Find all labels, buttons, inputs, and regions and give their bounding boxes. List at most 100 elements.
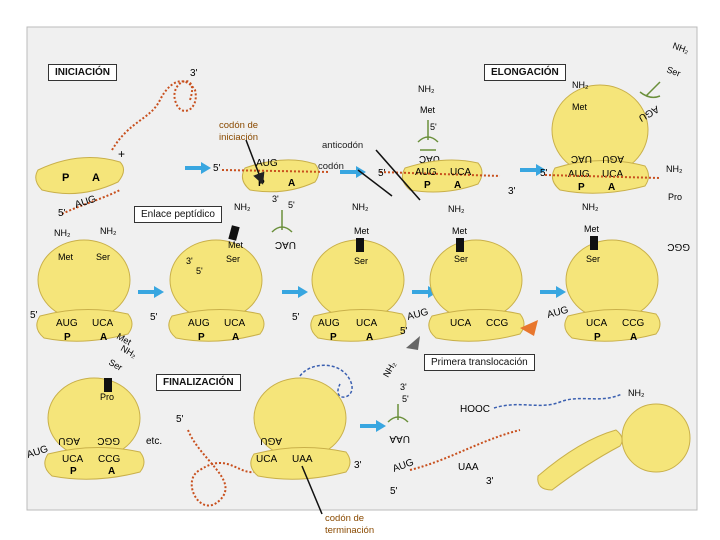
trna-released-1: [271, 210, 293, 233]
codon-uca-6: UCA: [450, 318, 471, 329]
ser-label-5: Ser: [454, 254, 468, 264]
site-a-label-6: A: [232, 332, 239, 343]
nh2-label-6: NH₂: [54, 228, 71, 238]
codon-ccg-3: CCG: [98, 454, 120, 465]
nh2-label-1: NH₂: [418, 84, 435, 94]
nh2-label-9: NH₂: [352, 202, 369, 212]
anticodon-agu-3: AGU: [58, 435, 80, 446]
anticodon-ggc-2: GGC: [97, 435, 120, 446]
site-a-label-5: A: [100, 332, 107, 343]
small-subunit-7: [310, 309, 407, 342]
three-prime-label-7: 3': [486, 476, 494, 487]
site-p-label-9: P: [70, 466, 77, 477]
mrna-free: [409, 429, 521, 471]
peptide-bond-marker-2: [356, 238, 364, 252]
site-a-label: A: [92, 172, 100, 184]
five-prime-label-14: 5': [390, 486, 398, 497]
large-subunit-5: [429, 239, 523, 321]
small-subunit-4: [551, 160, 649, 194]
annotation-stop-codon: codón de terminación: [325, 513, 375, 536]
nh2-label-5: NH₂: [666, 164, 683, 174]
step-arrow-3-head: [536, 164, 546, 176]
three-prime-label-3: 3': [186, 256, 193, 266]
large-subunit-2: [37, 239, 131, 321]
callout-stop-codon: [301, 465, 323, 515]
translocation-arrow-gray: [406, 336, 420, 350]
panel-label-first-translocation: Primera translocación: [424, 354, 535, 371]
five-prime-label-12: 5': [176, 414, 184, 425]
five-prime-label-10: 5': [292, 312, 300, 323]
codon-uca-8: UCA: [62, 454, 83, 465]
codon-uaa-1: UAA: [292, 454, 313, 465]
codon-uca-3: UCA: [92, 318, 113, 329]
peptide-chain-2: [493, 393, 623, 409]
small-subunit-10: [44, 447, 145, 480]
five-prime-label-7: 5': [196, 266, 203, 276]
step-arrow-4-head: [154, 286, 164, 298]
callout-start-codon: [245, 139, 265, 185]
codon-ccg-1: CCG: [486, 318, 508, 329]
pro-label-1: Pro: [668, 192, 682, 202]
site-p-label-3: P: [424, 180, 431, 191]
small-subunit-9: [564, 309, 661, 342]
small-subunit-11: [250, 447, 351, 480]
three-prime-label-2: 3': [508, 186, 516, 197]
site-p-label: P: [62, 172, 69, 184]
small-subunit-3: [401, 159, 483, 193]
panel-label-termination: FINALIZACIÓN: [156, 374, 241, 391]
panel-label-initiation: INICIACIÓN: [48, 64, 117, 81]
trna-released-2: [387, 404, 409, 423]
three-prime-label-4: 3': [272, 194, 279, 204]
peptide-bond-marker-4: [590, 236, 598, 250]
large-subunit-9: [621, 403, 691, 473]
codon-aug-6: AUG: [188, 318, 210, 329]
ser-label-3: Ser: [226, 254, 240, 264]
nh2-label-3: NH₂: [572, 80, 589, 90]
five-prime-label-1: 5': [58, 208, 66, 219]
five-prime-label-3: 5': [430, 122, 437, 132]
site-a-label-7: A: [366, 332, 373, 343]
codon-aug-7: AUG: [318, 318, 340, 329]
met-label-4: Met: [228, 240, 244, 250]
five-prime-label-8: 5': [150, 312, 158, 323]
anticodon-uac-1: UAC: [419, 153, 440, 164]
plus-sign: +: [118, 147, 125, 161]
codon-aug-2: AUG: [256, 158, 278, 169]
site-p-label-7: P: [330, 332, 337, 343]
step-arrow-1-head: [201, 162, 211, 174]
site-a-label-3: A: [454, 180, 461, 191]
five-prime-label-9: 5': [288, 200, 295, 210]
three-prime-label-5: 3': [354, 460, 362, 471]
anticodon-agu-1: AGU: [602, 153, 624, 164]
five-prime-label-2: 5': [213, 163, 221, 174]
site-p-label-6: P: [198, 332, 205, 343]
small-subunit-1: [35, 157, 124, 195]
five-prime-label-11: 5': [400, 326, 408, 337]
trna-met-1: [417, 120, 439, 151]
codon-ccg-2: CCG: [622, 318, 644, 329]
peptide-chain-1: [299, 364, 353, 398]
site-p-label-8: P: [594, 332, 601, 343]
codon-aug-8: AUG: [406, 307, 430, 323]
codon-aug-4: AUG: [568, 169, 590, 180]
five-prime-label-13: 5': [402, 394, 409, 404]
mrna-strand-1: [111, 80, 197, 151]
met-label-2: Met: [572, 102, 588, 112]
three-prime-label-1: 3': [190, 68, 198, 79]
site-a-label-2: A: [288, 178, 295, 189]
translocation-arrow-orange: [520, 320, 538, 336]
small-subunit-8: [428, 309, 525, 342]
annotation-codon: codón: [318, 161, 344, 172]
codon-uca-7: UCA: [586, 318, 607, 329]
anticodon-uac-2: UAC: [571, 153, 592, 164]
five-prime-label-4: 5': [378, 168, 386, 179]
codon-aug-3: AUG: [415, 167, 437, 178]
hooc-label: HOOC: [460, 404, 490, 415]
peptide-bond-marker-5: [104, 378, 112, 392]
mrna-strand-4: [379, 171, 501, 177]
panel-label-elongation: ELONGACIÓN: [484, 64, 566, 81]
panel-label-peptide-bond: Enlace peptídico: [134, 206, 222, 223]
site-a-label-8: A: [630, 332, 637, 343]
nh2-label-7: NH₂: [100, 226, 117, 236]
small-subunit-5: [36, 309, 133, 342]
